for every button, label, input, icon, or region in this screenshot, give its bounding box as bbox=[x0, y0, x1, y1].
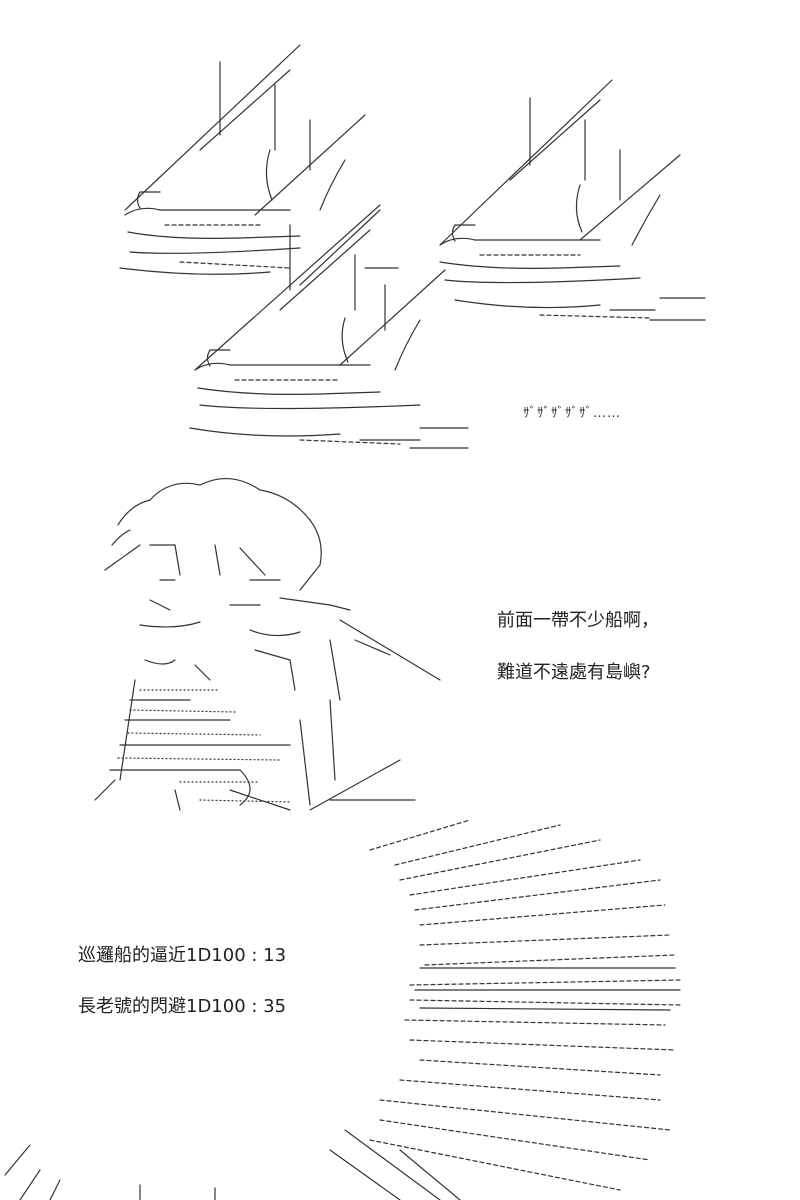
roll-patrol-ship: 巡邏船的逼近1D100 : 13 bbox=[78, 945, 287, 966]
speed-lines bbox=[4, 819, 681, 1200]
roll-elder-ship: 長老號的閃避1D100 : 35 bbox=[78, 996, 287, 1017]
character-figure bbox=[94, 477, 441, 811]
boat-2 bbox=[439, 79, 706, 321]
rowing-sound-effect: ｻﾞｻﾞｻﾞｻﾞｻﾞ…… bbox=[523, 406, 621, 421]
boat-1 bbox=[119, 44, 399, 286]
dialogue-line-1: 前面一帶不少船啊， bbox=[497, 610, 659, 631]
boat-3 bbox=[189, 204, 469, 449]
dialogue-line-2: 難道不遠處有島嶼? bbox=[497, 662, 651, 683]
